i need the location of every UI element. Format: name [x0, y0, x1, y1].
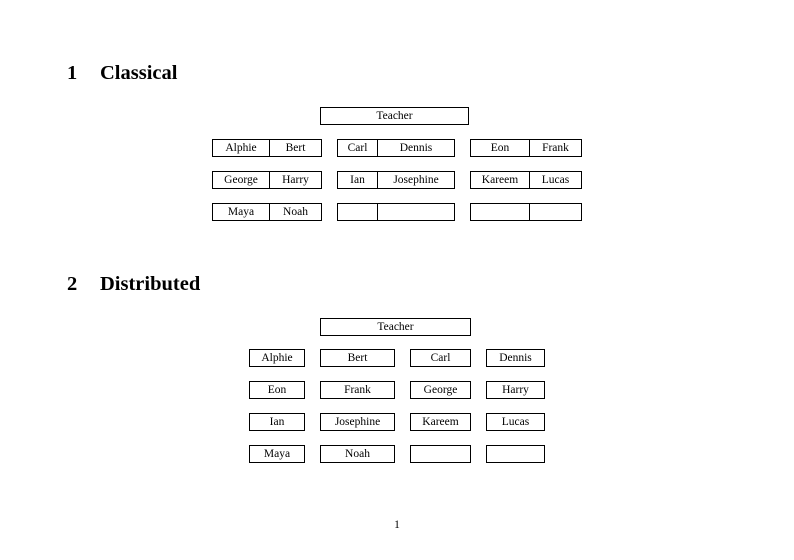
teacher-box-classical: Teacher	[320, 107, 469, 125]
section-title: Distributed	[100, 273, 201, 295]
student-cell: Harry	[269, 172, 321, 188]
student-cell: Noah	[269, 204, 321, 220]
student-cell: Maya	[249, 445, 305, 463]
student-cell: Alphie	[225, 142, 257, 154]
table-row	[470, 203, 582, 221]
student-cell: George	[224, 174, 258, 186]
table-row: Carl Dennis	[337, 139, 455, 157]
student-cell: Kareem	[410, 413, 471, 431]
student-cell: Alphie	[249, 349, 305, 367]
student-cell: Bert	[269, 140, 321, 156]
student-group: Carl Dennis	[337, 139, 455, 157]
table-row: Ian Josephine	[337, 171, 455, 189]
table-row: George Harry	[212, 171, 322, 189]
student-cell-empty	[338, 204, 377, 220]
student-cell: Eon	[249, 381, 305, 399]
student-cell-empty	[377, 204, 454, 220]
teacher-box-distributed: Teacher	[320, 318, 471, 336]
section-heading-classical: 1 Classical	[67, 62, 177, 85]
student-cell: Lucas	[529, 172, 581, 188]
student-cell: Ian	[249, 413, 305, 431]
table-row: Eon Frank	[470, 139, 582, 157]
student-cell: Carl	[410, 349, 471, 367]
table-row: Maya Noah	[212, 203, 322, 221]
student-group: Maya Noah	[212, 203, 322, 221]
student-cell: Frank	[529, 140, 581, 156]
student-cell: Dennis	[486, 349, 545, 367]
table-row	[337, 203, 455, 221]
student-cell: Kareem	[481, 174, 519, 186]
section-number: 2	[67, 273, 78, 295]
section-number: 1	[67, 62, 78, 84]
student-cell: Lucas	[486, 413, 545, 431]
section-title: Classical	[100, 62, 178, 84]
student-cell: Maya	[227, 206, 255, 218]
student-group: George Harry	[212, 171, 322, 189]
student-group	[337, 203, 455, 221]
student-group: Alphie Bert	[212, 139, 322, 157]
table-row: Alphie Bert	[212, 139, 322, 157]
student-group	[470, 203, 582, 221]
student-cell: Dennis	[377, 140, 454, 156]
table-row: Kareem Lucas	[470, 171, 582, 189]
student-cell-empty	[410, 445, 471, 463]
student-cell: Ian	[350, 174, 365, 186]
student-cell-empty	[471, 204, 529, 220]
student-cell: Josephine	[377, 172, 454, 188]
student-group: Ian Josephine	[337, 171, 455, 189]
student-cell: George	[410, 381, 471, 399]
student-cell: Noah	[320, 445, 395, 463]
section-heading-distributed: 2 Distributed	[67, 273, 200, 296]
student-group: Kareem Lucas	[470, 171, 582, 189]
student-cell: Josephine	[320, 413, 395, 431]
student-cell-empty	[529, 204, 581, 220]
student-cell: Carl	[347, 142, 368, 154]
student-cell: Eon	[490, 142, 510, 154]
student-cell: Harry	[486, 381, 545, 399]
student-cell: Frank	[320, 381, 395, 399]
student-group: Eon Frank	[470, 139, 582, 157]
student-cell-empty	[486, 445, 545, 463]
student-cell: Bert	[320, 349, 395, 367]
page-number: 1	[394, 519, 400, 531]
